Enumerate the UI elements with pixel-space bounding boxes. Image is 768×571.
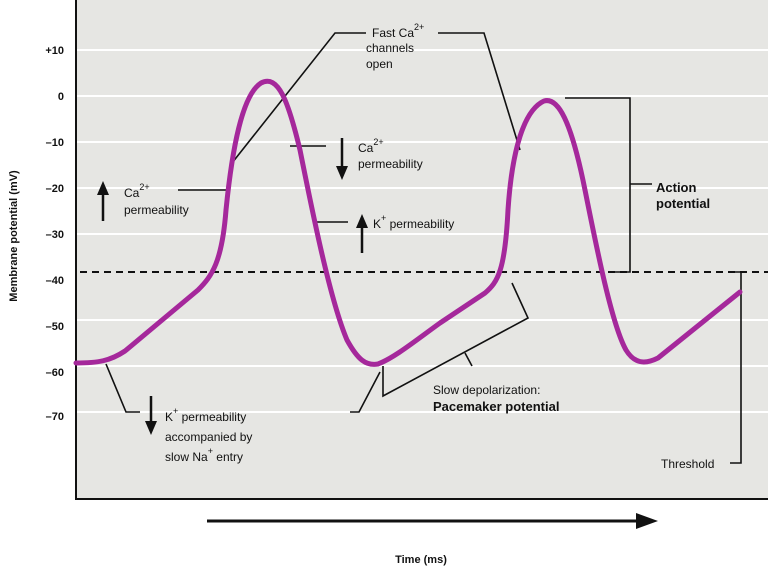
- action-potential-label-line2: potential: [656, 196, 710, 211]
- y-tick-label: +10: [45, 45, 64, 57]
- y-tick-label: –50: [46, 321, 64, 333]
- threshold-label: Threshold: [661, 457, 714, 471]
- k-down-label: K+ permeability: [165, 406, 246, 424]
- y-tick-label: –40: [46, 275, 64, 287]
- k-down-label-line3: slow Na+ entry: [165, 446, 243, 464]
- y-axis-label: Membrane potential (mV): [8, 170, 20, 302]
- pacemaker-label-line2: Pacemaker potential: [433, 399, 559, 414]
- action-potential-label: Action: [656, 180, 697, 195]
- fast-ca-label-line3: open: [366, 57, 393, 71]
- fast-ca-label-line2: channels: [366, 41, 414, 55]
- k-up-label: K+ permeability: [373, 213, 454, 231]
- arrow-up-icon: [97, 181, 109, 221]
- pacemaker-label: Slow depolarization:: [433, 383, 540, 397]
- y-tick-label: –30: [46, 229, 64, 241]
- y-tick-label: –70: [46, 411, 64, 423]
- arrow-down-icon: [336, 138, 348, 180]
- ca-down-label-line2: permeability: [358, 157, 423, 171]
- membrane-potential-trace: [73, 78, 743, 367]
- ca-up-label: Ca2+: [124, 182, 150, 200]
- gridlines: [76, 49, 768, 413]
- y-tick-label: –60: [46, 367, 64, 379]
- time-arrow: [207, 513, 658, 529]
- y-tick-label: 0: [58, 91, 64, 103]
- fast-ca-label: Fast Ca2+: [372, 22, 424, 40]
- arrow-up-icon: [356, 214, 368, 253]
- y-tick-label: –20: [46, 183, 64, 195]
- ca-up-label-line2: permeability: [124, 203, 189, 217]
- ca-down-label: Ca2+: [358, 137, 384, 155]
- arrow-down-icon: [145, 396, 157, 435]
- y-tick-labels: +10 0 –10 –20 –30 –40 –50 –60 –70: [45, 45, 64, 423]
- leader-lines: [105, 32, 742, 464]
- y-tick-label: –10: [46, 137, 64, 149]
- k-down-label-line2: accompanied by: [165, 430, 252, 444]
- x-axis-label: Time (ms): [395, 554, 447, 566]
- plot-area: [76, 0, 768, 499]
